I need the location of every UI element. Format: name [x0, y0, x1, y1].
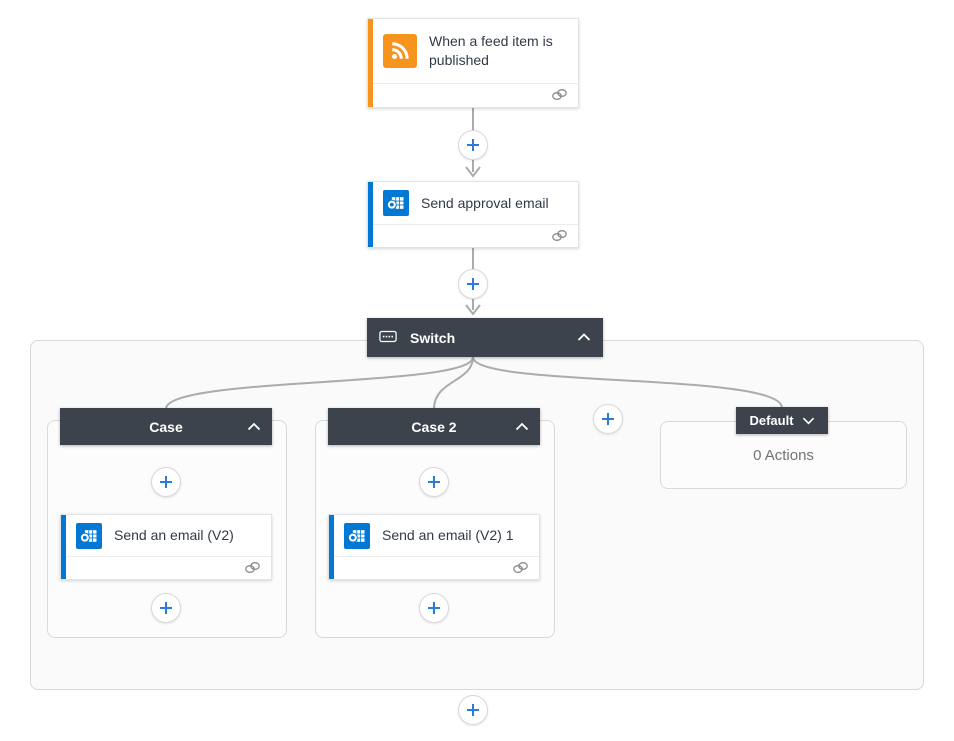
- switch-header[interactable]: Switch: [367, 318, 603, 357]
- chevron-down-icon[interactable]: [802, 416, 815, 425]
- outlook-icon: [344, 522, 370, 549]
- action-title: Send an email (V2): [114, 527, 234, 543]
- insert-step-button[interactable]: [419, 467, 449, 497]
- action-title: Send approval email: [421, 194, 549, 211]
- action-accent-bar: [61, 515, 66, 579]
- link-icon: [551, 229, 568, 247]
- link-icon: [512, 561, 529, 579]
- insert-step-button[interactable]: [151, 467, 181, 497]
- case1-label: Case: [149, 418, 183, 435]
- insert-step-button[interactable]: [458, 130, 488, 160]
- case2-header[interactable]: Case 2: [328, 408, 540, 445]
- default-header[interactable]: Default: [736, 407, 828, 434]
- trigger-accent-bar: [368, 19, 373, 107]
- switch-keypad-icon: [379, 330, 397, 346]
- new-step-button[interactable]: [458, 695, 488, 725]
- trigger-card-feed-item-published[interactable]: When a feed item is published: [367, 18, 579, 108]
- outlook-icon: [76, 522, 102, 549]
- action-card-send-approval-email[interactable]: Send approval email: [367, 181, 579, 248]
- chevron-up-icon[interactable]: [247, 422, 261, 431]
- action-accent-bar: [368, 182, 373, 247]
- action-card-send-an-email-v2[interactable]: Send an email (V2): [60, 514, 272, 580]
- switch-label: Switch: [410, 329, 456, 346]
- action-card-send-an-email-v2-1[interactable]: Send an email (V2) 1: [328, 514, 540, 580]
- chevron-up-icon[interactable]: [515, 422, 529, 431]
- default-label: Default: [749, 413, 794, 428]
- insert-step-button[interactable]: [458, 269, 488, 299]
- outlook-icon: [383, 190, 409, 216]
- default-actions-count: 0 Actions: [753, 446, 814, 464]
- action-title: Send an email (V2) 1: [382, 527, 514, 543]
- action-accent-bar: [329, 515, 334, 579]
- link-icon: [551, 88, 568, 106]
- link-icon: [244, 561, 261, 579]
- insert-step-button[interactable]: [419, 593, 449, 623]
- trigger-title: When a feed item is published: [429, 33, 553, 68]
- rss-icon: [383, 34, 417, 68]
- case2-label: Case 2: [411, 418, 457, 435]
- add-case-button[interactable]: [593, 404, 623, 434]
- case1-header[interactable]: Case: [60, 408, 272, 445]
- chevron-up-icon[interactable]: [577, 333, 591, 342]
- insert-step-button[interactable]: [151, 593, 181, 623]
